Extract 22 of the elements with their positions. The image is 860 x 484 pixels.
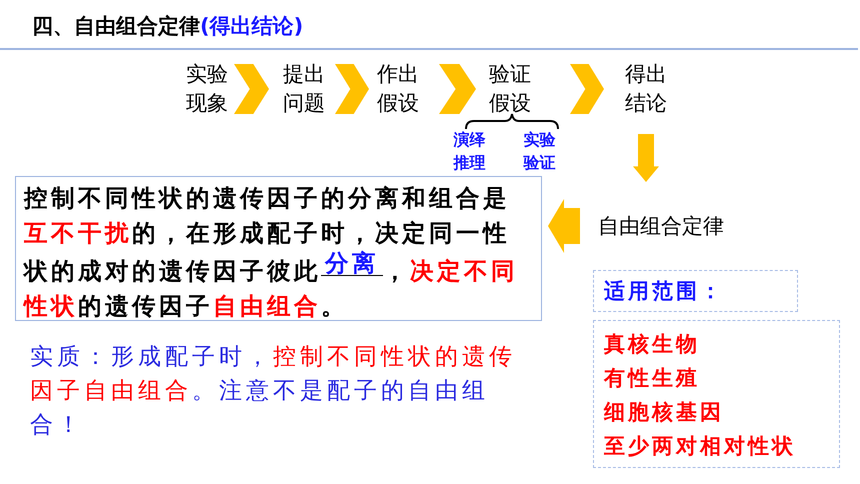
arrow [234,64,269,114]
arrow [570,64,604,114]
step-text: 提出问题 [279,60,329,118]
arrow [633,134,659,182]
method-label: 实验验证 [522,129,557,174]
condition-text: 细胞核基因 [604,398,725,426]
condition-box [593,320,840,468]
arrow [548,199,580,253]
title: 四、自由组合定律(得出结论) [32,13,304,40]
arrow [335,64,369,114]
step-text: 作出假设 [373,60,423,118]
step-text: 得出结论 [618,60,674,118]
step-text: 验证假设 [482,60,538,118]
condition-text: 有性生殖 [604,364,701,392]
method-label: 演绎推理 [452,129,487,174]
scope-box: 适用范围： [593,270,798,312]
condition-text: 至少两对相对性状 [604,432,797,460]
step-text: 实验现象 [182,60,232,118]
law-text: 自由组合定律 [598,208,758,244]
arrow [439,64,476,114]
condition-text: 真核生物 [604,330,701,358]
essence-note: 实质：形成配子时，控制不同性状的遗传因子自由组合。注意不是配子的自由组合！ [30,343,517,440]
